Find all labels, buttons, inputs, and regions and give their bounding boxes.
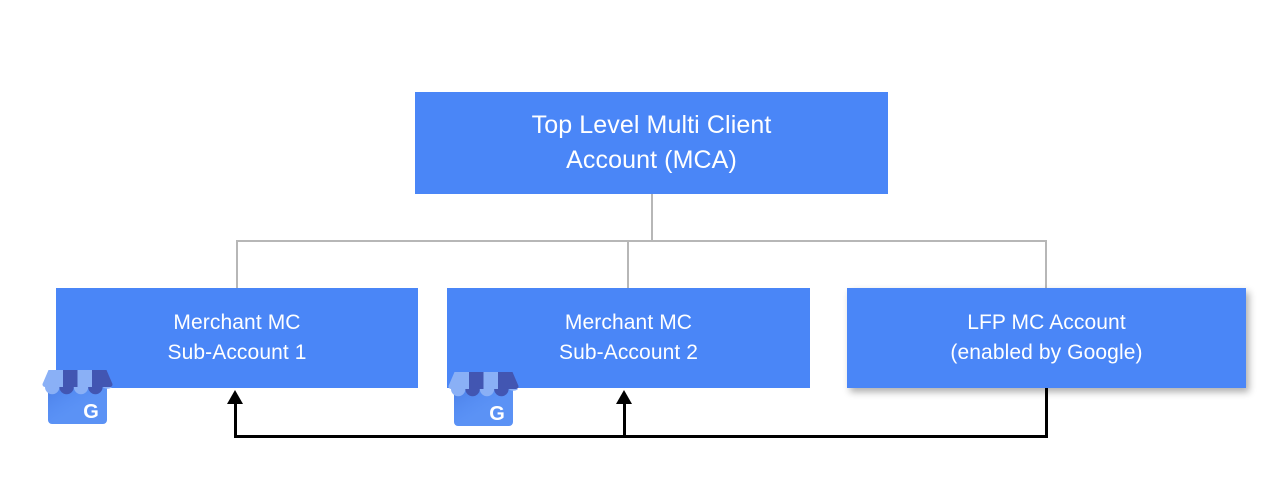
node-label: Top Level Multi Client Account (MCA) xyxy=(531,111,772,174)
flow-line-to-merchant-2 xyxy=(623,400,626,436)
flow-line-to-merchant-1 xyxy=(234,400,237,436)
connector-mca-trunk xyxy=(651,194,653,242)
node-lfp-mc-account: LFP MC Account (enabled by Google) xyxy=(847,288,1246,388)
node-label: Merchant MC Sub-Account 2 xyxy=(558,311,699,364)
svg-text:G: G xyxy=(489,403,505,425)
arrowhead-to-merchant-2 xyxy=(616,390,632,404)
connector-drop-merchant-1 xyxy=(236,240,238,289)
google-my-business-icon: G xyxy=(448,372,519,426)
arrowhead-to-merchant-1 xyxy=(227,390,243,404)
node-top-level-mca: Top Level Multi Client Account (MCA) xyxy=(415,92,888,194)
connector-horizontal-bus xyxy=(236,240,1047,242)
connector-drop-merchant-2 xyxy=(627,240,629,289)
connector-drop-lfp xyxy=(1045,240,1047,289)
google-my-business-icon: G xyxy=(42,370,113,424)
node-label: Merchant MC Sub-Account 1 xyxy=(167,311,307,364)
node-merchant-sub-account-2: Merchant MC Sub-Account 2 xyxy=(447,288,810,388)
flow-line-from-lfp xyxy=(1045,388,1048,438)
node-label: LFP MC Account (enabled by Google) xyxy=(950,311,1143,364)
flow-line-rail xyxy=(234,435,1048,438)
node-merchant-sub-account-1: Merchant MC Sub-Account 1 xyxy=(56,288,418,388)
svg-text:G: G xyxy=(83,401,99,423)
